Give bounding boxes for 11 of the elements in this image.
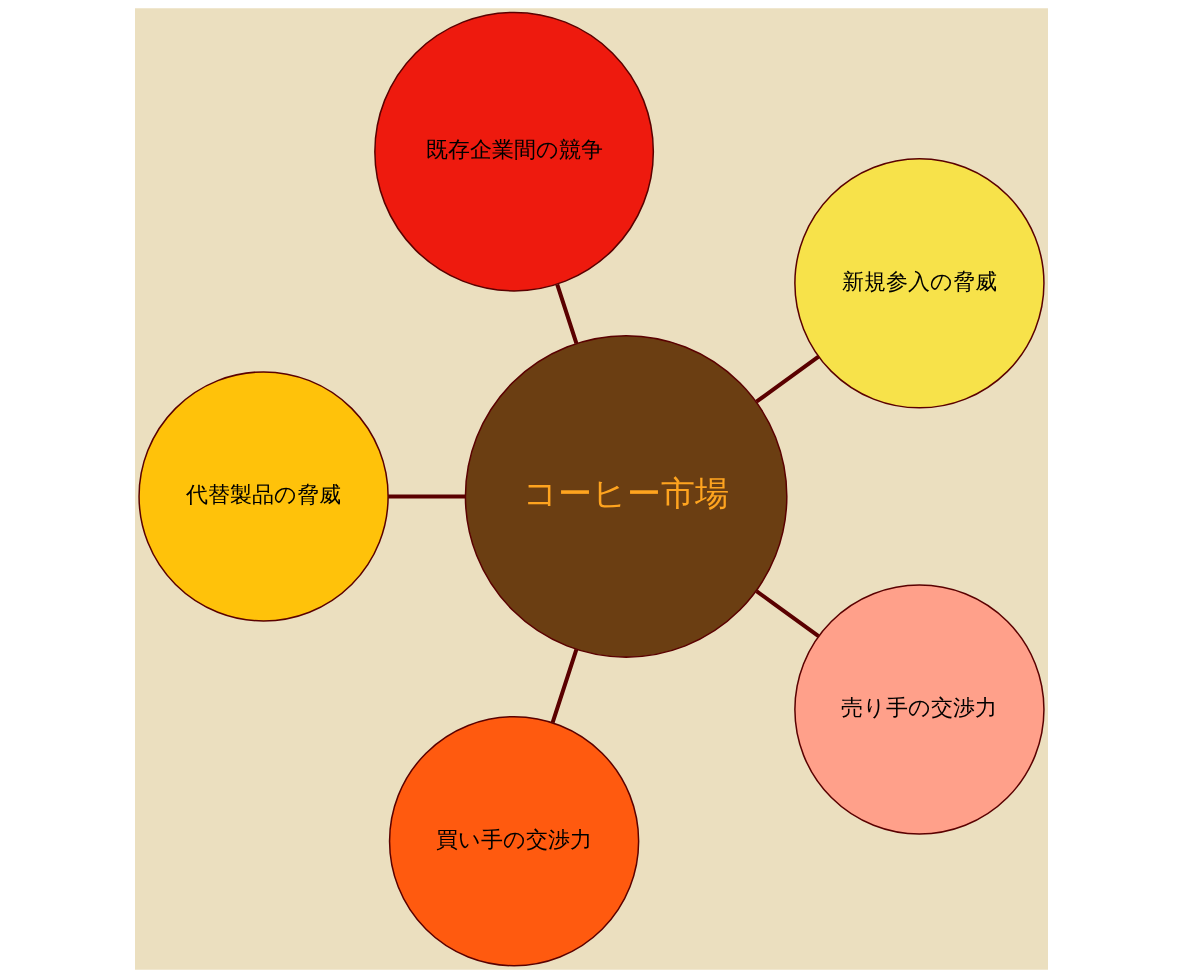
connector [754, 589, 820, 638]
node-circle: 買い手の交渉力 [388, 715, 639, 967]
node-circle: 新規参入の脅威 [793, 158, 1045, 409]
connector [754, 355, 820, 404]
node-circle: コーヒー市場 [464, 335, 788, 658]
node-circle: 売り手の交渉力 [793, 584, 1045, 835]
connector [550, 648, 578, 724]
connector [554, 283, 578, 345]
node-circle: 代替製品の脅威 [137, 371, 389, 622]
node-circle: 既存企業間の競争 [373, 11, 654, 292]
connector [387, 494, 465, 499]
